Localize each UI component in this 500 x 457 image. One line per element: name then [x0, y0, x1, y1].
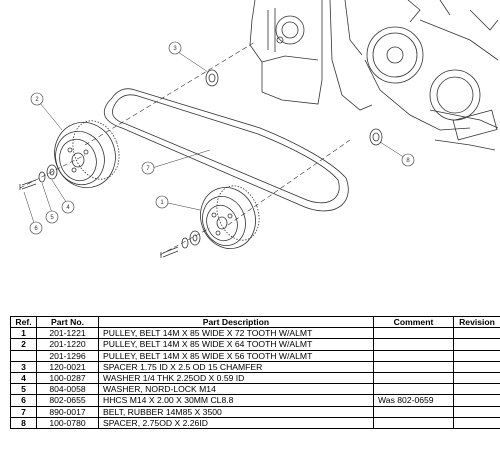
- cell-comment: Was 802-0659: [373, 394, 454, 407]
- svg-text:6: 6: [34, 226, 38, 232]
- cell-description: SPACER 1.75 ID X 2.5 OD 15 CHAMFER: [98, 360, 374, 373]
- cell-part-no: 100-0780: [36, 416, 99, 429]
- table-row: 8 100-0780 SPACER, 2.75OD X 2.26ID: [10, 416, 500, 429]
- cell-ref: 7: [10, 405, 37, 418]
- hardware: [19, 69, 383, 258]
- callout-6: 6: [29, 221, 43, 235]
- cell-description: PULLEY, BELT 14M X 85 WIDE X 64 TOOTH W/…: [98, 338, 374, 351]
- cell-revision: [453, 394, 500, 407]
- leader-lines: [23, 51, 406, 227]
- callout-4: 4: [61, 200, 75, 214]
- cell-part-no: 201-1220: [36, 338, 99, 351]
- cell-part-no: 201-1221: [36, 327, 99, 340]
- cell-ref: 2: [10, 338, 37, 351]
- cell-description: HHCS M14 X 2.00 X 30MM CL8.8: [98, 394, 374, 407]
- table-header-row: Ref. Part No. Part Description Comment R…: [10, 315, 500, 329]
- table-row: 5 804-0058 WASHER, NORD-LOCK M14: [10, 383, 500, 396]
- upper-pulley: [54, 120, 120, 189]
- cell-part-no: 890-0017: [36, 405, 99, 418]
- cell-ref: 6: [10, 394, 37, 407]
- cell-description: SPACER, 2.75OD X 2.26ID: [98, 416, 374, 429]
- header-part-no: Part No.: [36, 315, 99, 329]
- cell-part-no: 201-1296: [36, 349, 99, 362]
- svg-text:5: 5: [50, 215, 54, 221]
- cell-description: WASHER 1/4 THK 2.25OD X 0.59 ID: [98, 371, 374, 385]
- machine-frame: [249, 0, 499, 151]
- svg-text:7: 7: [146, 166, 150, 172]
- callout-1: 1: [155, 195, 169, 209]
- svg-text:3: 3: [173, 46, 177, 52]
- cell-description: PULLEY, BELT 14M X 85 WIDE X 72 TOOTH W/…: [98, 327, 374, 340]
- cell-revision: [453, 360, 500, 373]
- cell-revision: [453, 338, 500, 351]
- cell-revision: [453, 405, 500, 418]
- cell-description: PULLEY, BELT 14M X 85 WIDE X 56 TOOTH W/…: [98, 349, 374, 362]
- table-row: 201-1296 PULLEY, BELT 14M X 85 WIDE X 56…: [10, 349, 500, 362]
- header-description: Part Description: [98, 315, 374, 329]
- parts-table: Ref. Part No. Part Description Comment R…: [10, 315, 500, 429]
- svg-text:8: 8: [406, 158, 410, 164]
- table-row: 2 201-1220 PULLEY, BELT 14M X 85 WIDE X …: [10, 338, 500, 351]
- cell-comment: [373, 349, 454, 362]
- header-ref: Ref.: [10, 315, 37, 329]
- svg-text:1: 1: [160, 200, 164, 206]
- cell-revision: [453, 349, 500, 362]
- callout-8: 8: [401, 153, 415, 167]
- cell-part-no: 802-0655: [36, 394, 99, 407]
- table-row: 6 802-0655 HHCS M14 X 2.00 X 30MM CL8.8 …: [10, 394, 500, 407]
- cell-revision: [453, 371, 500, 385]
- table-row: 7 890-0017 BELT, RUBBER 14M85 X 3500: [10, 405, 500, 418]
- callout-3: 3: [168, 41, 182, 55]
- table-row: 3 120-0021 SPACER 1.75 ID X 2.5 OD 15 CH…: [10, 360, 500, 373]
- cell-part-no: 804-0058: [36, 383, 99, 396]
- cell-comment: [373, 405, 454, 418]
- svg-text:2: 2: [35, 97, 39, 103]
- callout-bubbles: 1 2 3 4 5 6 7 8: [29, 41, 415, 235]
- cell-comment: [373, 383, 454, 396]
- cell-ref: 8: [10, 416, 37, 429]
- cell-ref: 1: [10, 327, 37, 340]
- cell-ref: 4: [10, 371, 37, 385]
- cell-ref: 3: [10, 360, 37, 373]
- callout-7: 7: [141, 161, 155, 175]
- cell-comment: [373, 371, 454, 385]
- callout-2: 2: [30, 92, 44, 106]
- cell-ref: [10, 349, 37, 362]
- cell-description: WASHER, NORD-LOCK M14: [98, 383, 374, 396]
- cell-comment: [373, 416, 454, 429]
- cell-revision: [453, 383, 500, 396]
- cell-revision: [453, 416, 500, 429]
- cell-ref: 5: [10, 383, 37, 396]
- belt: [103, 88, 349, 212]
- callout-5: 5: [45, 210, 59, 224]
- exploded-parts-diagram: 1 2 3 4 5 6 7 8: [19, 0, 499, 258]
- cell-description: BELT, RUBBER 14M85 X 3500: [98, 405, 374, 418]
- table-row: 1 201-1221 PULLEY, BELT 14M X 85 WIDE X …: [10, 327, 500, 340]
- cell-part-no: 100-0287: [36, 371, 99, 385]
- cell-comment: [373, 327, 454, 340]
- cell-part-no: 120-0021: [36, 360, 99, 373]
- cell-comment: [373, 360, 454, 373]
- cell-comment: [373, 338, 454, 351]
- header-revision: Revision: [453, 315, 500, 329]
- svg-text:4: 4: [66, 205, 70, 211]
- header-comment: Comment: [373, 315, 454, 329]
- cell-revision: [453, 327, 500, 340]
- lower-pulley: [200, 185, 260, 249]
- table-row: 4 100-0287 WASHER 1/4 THK 2.25OD X 0.59 …: [10, 371, 500, 385]
